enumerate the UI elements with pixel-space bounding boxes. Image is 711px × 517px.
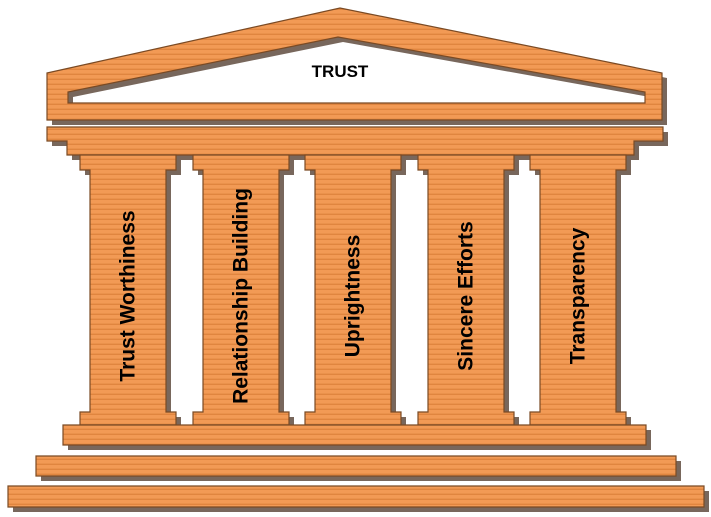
pillar-label: Relationship Building — [230, 188, 253, 404]
upper-step — [35, 455, 681, 481]
pillar-label: Sincere Efforts — [455, 221, 478, 370]
base-slab — [62, 424, 651, 450]
entablature — [46, 126, 668, 160]
roof-title: TRUST — [312, 62, 369, 81]
pillar-5: Transparency — [529, 154, 631, 430]
pillar-2: Relationship Building — [192, 154, 294, 430]
pillar-4: Sincere Efforts — [417, 154, 519, 430]
pillar-label: Trust Worthiness — [117, 210, 140, 381]
pillar-3: Uprightness — [304, 154, 406, 430]
roof: TRUST — [46, 7, 667, 125]
pillar-1: Trust Worthiness — [79, 154, 181, 430]
pillar-label: Transparency — [567, 227, 590, 364]
pillar-group: Trust Worthiness Relationship Building Upr… — [79, 154, 631, 430]
pillar-label: Uprightness — [342, 235, 365, 358]
lower-step — [7, 485, 709, 512]
